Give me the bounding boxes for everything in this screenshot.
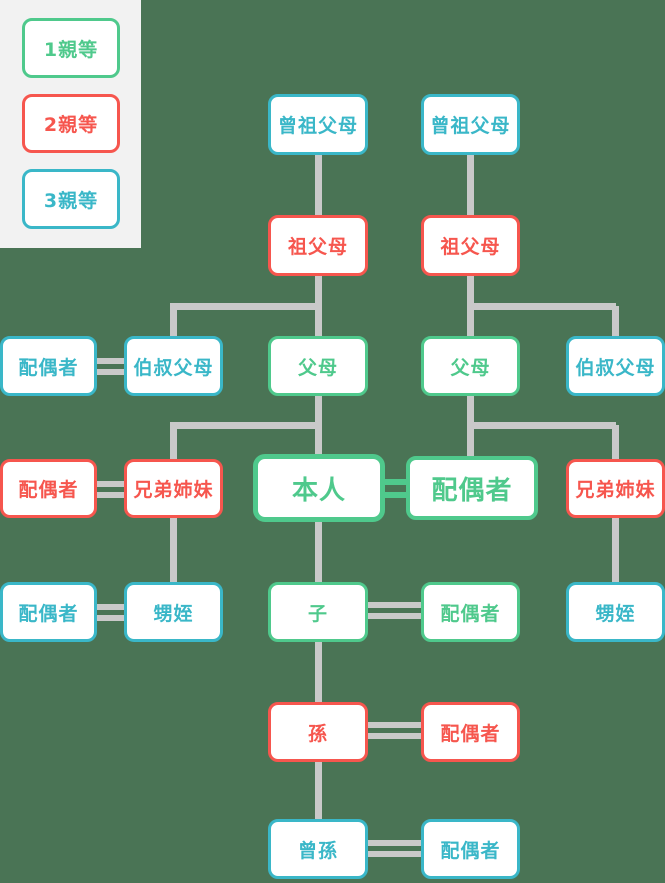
- node-spouse: 配偶者: [406, 456, 538, 520]
- connector-branch-siblings-left: [170, 422, 318, 429]
- connector-branch-uncles-left-drop: [170, 306, 177, 336]
- node-nephews-nieces-left: 甥姪: [124, 582, 223, 642]
- node-great-grandchild-spouse: 配偶者: [421, 819, 520, 879]
- connector-greatgrandparents-grandparents-left: [315, 155, 322, 215]
- legend-degree-1: 1親等: [22, 18, 120, 78]
- node-uncles-aunts-right: 伯叔父母: [566, 336, 665, 396]
- node-grandparents-left: 祖父母: [268, 215, 368, 276]
- connector-self-child: [315, 522, 322, 582]
- marriage-line-nephews-left: [97, 604, 124, 621]
- connector-greatgrandparents-grandparents-right: [467, 155, 474, 215]
- node-grandparents-right: 祖父母: [421, 215, 520, 276]
- node-siblings-right: 兄弟姉妹: [566, 459, 665, 518]
- connector-branch-uncles-right-drop: [612, 306, 619, 336]
- marriage-line-uncles-left: [97, 358, 124, 375]
- marriage-line-greatgrandchild: [368, 840, 421, 857]
- node-grandchild-spouse: 配偶者: [421, 702, 520, 762]
- marriage-line-siblings-left: [97, 481, 124, 498]
- connector-siblings-nephews-right: [612, 518, 619, 582]
- connector-child-grandchild: [315, 642, 322, 702]
- legend-degree-2: 2親等: [22, 94, 120, 153]
- connector-grandparents-parents-left: [315, 276, 322, 336]
- legend-degree-3: 3親等: [22, 169, 120, 229]
- node-siblings-left: 兄弟姉妹: [124, 459, 223, 518]
- node-child-spouse: 配偶者: [421, 582, 520, 642]
- node-grandchild: 孫: [268, 702, 368, 762]
- connector-parents-self: [315, 396, 322, 454]
- node-great-grandparents-left: 曾祖父母: [268, 94, 368, 155]
- node-sibling-spouse-left: 配偶者: [0, 459, 97, 518]
- marriage-line-grandchild: [368, 722, 421, 739]
- node-great-grandchild: 曾孫: [268, 819, 368, 879]
- connector-branch-siblings-right: [467, 422, 616, 429]
- node-child: 子: [268, 582, 368, 642]
- node-parents-left: 父母: [268, 336, 368, 396]
- connector-siblings-nephews-left: [170, 518, 177, 582]
- node-uncle-aunt-spouse-left: 配偶者: [0, 336, 97, 396]
- node-nephew-niece-spouse-left: 配偶者: [0, 582, 97, 642]
- legend-panel: 1親等 2親等 3親等: [0, 0, 141, 248]
- node-self: 本人: [253, 454, 385, 522]
- connector-branch-siblings-left-drop: [170, 425, 177, 459]
- marriage-line-self-spouse: [385, 479, 406, 498]
- connector-grandchild-greatgrandchild: [315, 762, 322, 819]
- node-uncles-aunts-left: 伯叔父母: [124, 336, 223, 396]
- connector-branch-uncles-right: [467, 303, 616, 310]
- connector-branch-siblings-right-drop: [612, 425, 619, 459]
- node-parents-right: 父母: [421, 336, 520, 396]
- marriage-line-child: [368, 602, 421, 619]
- node-nephews-nieces-right: 甥姪: [566, 582, 665, 642]
- node-great-grandparents-right: 曾祖父母: [421, 94, 520, 155]
- connector-branch-uncles-left: [170, 303, 318, 310]
